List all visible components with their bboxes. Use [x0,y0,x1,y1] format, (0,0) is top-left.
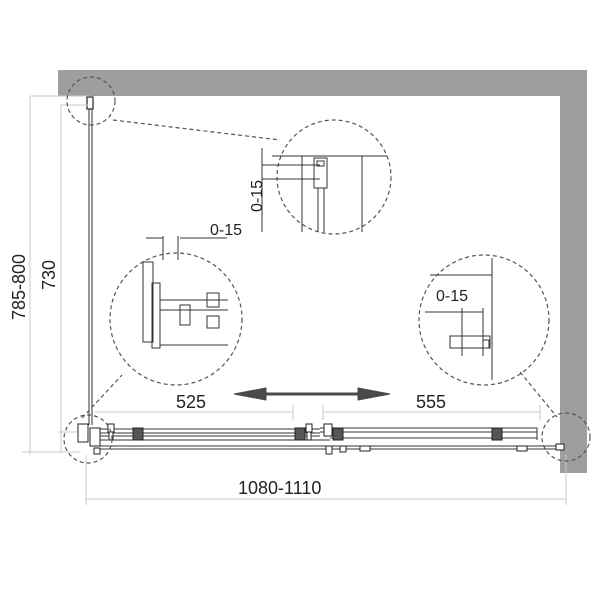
left-door-travel-label: 525 [176,392,206,412]
travel-dimension-lines [95,405,541,420]
top-detail-gap-label: 0-15 [249,180,266,212]
roller-fittings [77,423,565,455]
top-detail-drawing [261,148,387,232]
sliding-direction-arrow-icon [233,387,391,401]
detail-callouts [63,76,591,464]
overall-width-label: 1080-1110 [238,478,321,498]
left-detail-gap-label: 0-15 [210,222,242,239]
right-detail-drawing [425,258,493,380]
right-detail-gap-label: 0-15 [436,288,468,305]
width-dimension-lines [85,455,567,505]
wall [58,70,587,473]
depth-dimension-lines [22,95,90,455]
panel-depth-label: 730 [39,260,59,290]
overall-depth-label: 785-800 [9,254,29,320]
right-door-travel-label: 555 [416,392,446,412]
fixed-side-panel [86,96,94,425]
left-detail-drawing [142,236,228,349]
